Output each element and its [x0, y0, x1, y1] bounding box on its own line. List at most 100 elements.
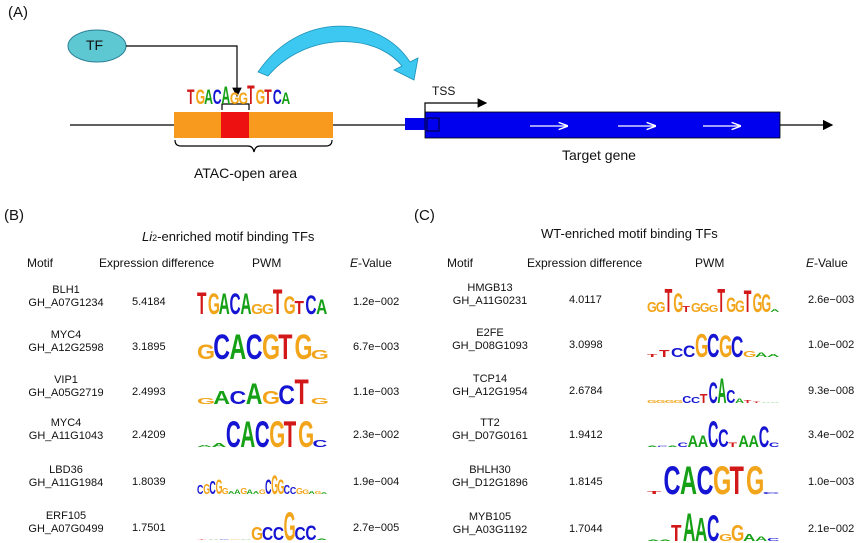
logo-letter-C: C — [265, 477, 272, 499]
logo-letter-G: G — [691, 301, 701, 315]
logo-letter-C: C — [273, 523, 284, 543]
e-value: 2.3e−002 — [353, 429, 400, 441]
logo-letter-A: A — [667, 445, 678, 447]
logo-letter-C: C — [683, 342, 695, 361]
evalue-rest: -Value — [814, 256, 848, 270]
logo-letter-C: C — [226, 415, 241, 456]
logo-letter-G: G — [298, 415, 314, 456]
expression-difference: 1.8039 — [132, 476, 166, 488]
e-value: 9.3e−008 — [808, 385, 855, 397]
logo-letter-G: G — [719, 330, 732, 365]
logo-letter-G: G — [251, 523, 263, 543]
logo-letter-C: C — [726, 388, 735, 408]
logo-letter-C: C — [209, 479, 216, 499]
logo-letter-G: G — [284, 292, 296, 320]
gene-id: GH_A07G1234 — [28, 297, 104, 309]
header-expression: Expression difference — [99, 256, 215, 270]
logo-letter-G: G — [656, 299, 666, 315]
logo-letter-G: G — [239, 90, 249, 108]
tss-marker — [426, 117, 440, 132]
tf-name: BHLH30 — [469, 464, 511, 476]
gene-id: GH_A11G1043 — [28, 430, 104, 442]
logo-letter-A: A — [743, 532, 755, 543]
logo-letter-A: A — [647, 445, 658, 447]
logo-letter-A: A — [717, 371, 726, 411]
open-area-label: ATAC-open area — [194, 165, 297, 181]
tf-name: HMGB13 — [467, 282, 513, 294]
expression-difference: 3.1895 — [132, 341, 166, 353]
logo-letter-T: T — [284, 415, 297, 456]
logo-letter-T: T — [730, 459, 744, 503]
gene-id: GH_A12G1954 — [452, 386, 528, 398]
logo-letter-G: G — [251, 301, 263, 317]
logo-letter-G: G — [295, 328, 313, 367]
logo-letter-C: C — [230, 288, 241, 320]
logo-letter-A: A — [659, 539, 672, 541]
logo-letter-C: C — [697, 459, 714, 503]
logo-letter-A: A — [213, 388, 230, 408]
logo-letter-A: A — [770, 402, 780, 403]
logo-letter-T: T — [744, 284, 752, 319]
logo-letter-G: G — [216, 477, 223, 499]
e-value: 6.7e−003 — [353, 341, 400, 353]
logo-letter-C: C — [671, 346, 684, 360]
logo-letter-G: G — [315, 491, 322, 495]
logo-letter-T: T — [264, 84, 272, 109]
panel-c-title: WT-enriched motif binding TFs — [541, 226, 718, 241]
gene-id: GH_D12G1896 — [452, 477, 528, 489]
header-pwm: PWM — [252, 256, 282, 270]
logo-letter-T: T — [647, 490, 662, 495]
logo-letter-G: G — [753, 289, 763, 319]
logo-letter-C: C — [197, 484, 204, 498]
logo-letter-T: T — [671, 522, 682, 543]
logo-letter-A: A — [647, 539, 660, 541]
logo-letter-T: T — [197, 539, 207, 540]
logo-letter-G: G — [743, 350, 756, 359]
logo-letter-G: G — [262, 328, 280, 367]
gene-id: GH_D07G0161 — [452, 430, 528, 442]
logo-letter-A: A — [247, 488, 254, 495]
logo-letter-T: T — [744, 399, 752, 403]
logo-letter-C: C — [657, 445, 668, 447]
logo-letter-A: A — [680, 459, 697, 503]
tf-name: MYC4 — [50, 329, 82, 341]
header-pwm: PWM — [695, 256, 725, 270]
header-motif: Motif — [27, 256, 54, 270]
logo-letter-G: G — [761, 291, 771, 319]
logo-letter-C: C — [305, 289, 316, 320]
logo-letter-A: A — [683, 506, 695, 543]
promoter-box — [405, 118, 425, 130]
logo-letter-G: G — [197, 340, 215, 364]
logo-letter-C: C — [707, 327, 719, 365]
logo-letter-A: A — [211, 443, 226, 449]
logo-letter-C: C — [213, 84, 222, 109]
e-value: 1.0e−003 — [808, 476, 855, 488]
logo-letter-A: A — [316, 538, 327, 540]
logo-letter-C: C — [708, 414, 718, 456]
logo-letter-T: T — [717, 283, 725, 320]
logo-letter-C: C — [763, 491, 780, 495]
tf-name: TT2 — [480, 417, 500, 429]
site-bracket — [221, 103, 250, 110]
logo-letter-G: G — [203, 481, 210, 498]
logo-letter-A: A — [281, 90, 290, 108]
logo-letter-G: G — [647, 299, 657, 315]
logo-letter-A: A — [761, 402, 771, 403]
evalue-e: E — [806, 256, 815, 270]
logo-letter-C: C — [769, 442, 779, 449]
gene-id: GH_A12G2598 — [28, 342, 104, 354]
logo-letter-C: C — [677, 442, 687, 449]
logo-letter-G: G — [673, 399, 683, 403]
